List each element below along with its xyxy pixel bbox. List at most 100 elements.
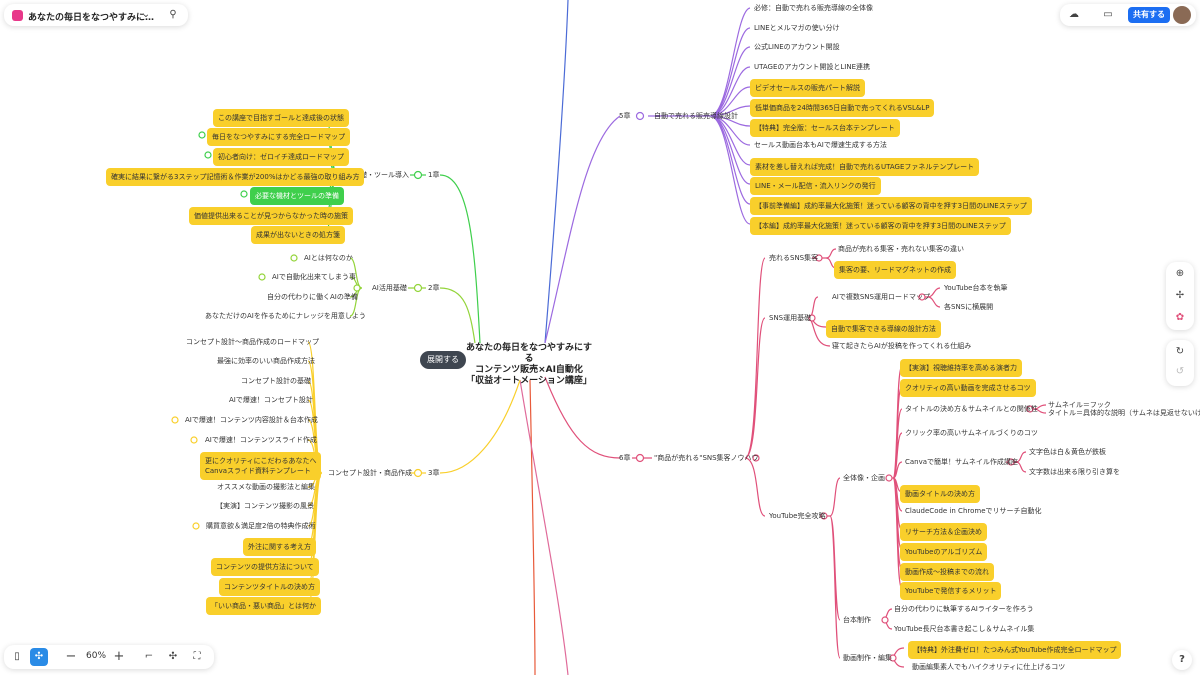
ch3-item[interactable]: 外注に関する考え方 bbox=[243, 538, 316, 556]
node-ch1[interactable]: 1章 bbox=[428, 171, 440, 179]
ch5-item[interactable]: セールス動画台本もAIで爆速生成する方法 bbox=[754, 141, 887, 149]
avatar[interactable] bbox=[1173, 6, 1191, 24]
root-node[interactable]: あなたの毎日をなつやすみにする コンテンツ販売×AI自動化 「収益オートメーショ… bbox=[462, 343, 596, 387]
overall-item[interactable]: クリック率の高いサムネイルづくりのコツ bbox=[905, 429, 1038, 437]
canva-subitem[interactable]: 文字数は出来る限り引き算を bbox=[1029, 468, 1120, 476]
node-ch2[interactable]: 2章 bbox=[428, 284, 440, 292]
node-script[interactable]: 台本制作 bbox=[843, 616, 871, 624]
overall-item[interactable]: 動画タイトルの決め方 bbox=[900, 485, 980, 503]
ch3-item[interactable]: AIで爆速！コンテンツ内容設計＆台本作成 bbox=[185, 416, 318, 424]
ch1-item[interactable]: 初心者向け：ゼロイチ達成ロードマップ bbox=[213, 148, 349, 166]
ch5-item[interactable]: LINE・メール配信・流入リンクの発行 bbox=[750, 177, 881, 195]
node-ch3[interactable]: 3章 bbox=[428, 469, 440, 477]
ch1-item[interactable]: 成果が出ないときの処方箋 bbox=[251, 226, 345, 244]
node-ch5-sub[interactable]: 自動で売れる販売導線設計 bbox=[654, 112, 738, 120]
search-icon[interactable]: ⚲ bbox=[169, 9, 177, 20]
node-sns-basic[interactable]: SNS運用基礎 bbox=[769, 314, 812, 322]
ch3-item[interactable]: コンセプト設計の基礎 bbox=[241, 377, 311, 385]
overall-item[interactable]: YouTubeのアルゴリズム bbox=[900, 543, 988, 561]
node-sns-sell[interactable]: 売れるSNS集客 bbox=[769, 254, 819, 262]
node-ch6[interactable]: 6章 bbox=[619, 454, 631, 462]
edit-item[interactable]: 【特典】外注費ゼロ！たつみん式YouTube作成完全ロードマップ bbox=[908, 641, 1122, 659]
ch5-item[interactable]: 【特典】完全版：セールス台本テンプレート bbox=[750, 119, 900, 137]
help-button[interactable]: ? bbox=[1172, 650, 1192, 670]
node-ch2-sub[interactable]: AI活用基礎 bbox=[372, 284, 407, 292]
sns-sell-item[interactable]: 商品が売れる集客・売れない集客の違い bbox=[838, 245, 964, 253]
present-icon[interactable]: ▭ bbox=[1103, 9, 1113, 20]
mindmap-view-icon[interactable]: ✣ bbox=[30, 648, 48, 666]
redo-icon[interactable]: ↻ bbox=[1175, 346, 1185, 357]
script-item[interactable]: YouTube長尺台本書き起こし＆サムネイル集 bbox=[894, 625, 1035, 633]
ch5-item[interactable]: LINEとメルマガの使い分け bbox=[754, 24, 840, 32]
ch5-item[interactable]: 【本編】成約率最大化施策！迷っている顧客の背中を押す3日間のLINEステップ bbox=[750, 217, 1011, 235]
ch3-item[interactable]: AIで爆速！コンセプト設計 bbox=[229, 396, 313, 404]
ai-roadmap-item[interactable]: 各SNSに横展開 bbox=[944, 303, 994, 311]
overall-item[interactable]: ClaudeCode in Chromeでリサーチ自動化 bbox=[905, 507, 1042, 515]
ch1-item[interactable]: 毎日をなつやすみにする完全ロードマップ bbox=[207, 128, 351, 146]
canva-subitem[interactable]: 文字色は白＆黄色が鉄板 bbox=[1029, 448, 1106, 456]
cloud-download-icon[interactable]: ☁ bbox=[1069, 9, 1079, 20]
ch3-item[interactable]: 【実演】コンテンツ撮影の風景 bbox=[216, 502, 314, 510]
title-subitem[interactable]: サムネイル＝フック bbox=[1048, 401, 1111, 409]
sns-basic-item[interactable]: 自動で集客できる導線の設計方法 bbox=[826, 320, 941, 338]
structure-icon[interactable]: ⌐ bbox=[144, 651, 154, 662]
edit-item[interactable]: 動画編集素人でもハイクオリティに仕上げるコツ bbox=[912, 663, 1066, 671]
overall-item[interactable]: 動画作成〜投稿までの流れ bbox=[900, 563, 994, 581]
ch5-item[interactable]: 【事前準備編】成約率最大化施策！迷っている顧客の背中を押す3日間のLINEステッ… bbox=[750, 197, 1032, 215]
ch3-item[interactable]: AIで爆速！コンテンツスライド作成 bbox=[205, 436, 317, 444]
add-node-icon[interactable]: ⊕ bbox=[1175, 268, 1185, 279]
document-view-icon[interactable]: ▯ bbox=[14, 651, 20, 662]
node-overall[interactable]: 全体像・企画 bbox=[843, 474, 885, 482]
node-ch6-sub[interactable]: "商品が売れる"SNS集客ノウハウ bbox=[654, 454, 759, 462]
script-item[interactable]: 自分の代わりに執筆するAIライターを作ろう bbox=[894, 605, 1034, 613]
node-ch1-sub[interactable]: 基礎・ツール導入 bbox=[353, 171, 409, 179]
ch2-item[interactable]: 自分の代わりに働くAIの準備 bbox=[267, 293, 358, 301]
ch5-item[interactable]: 公式LINEのアカウント開設 bbox=[754, 43, 840, 51]
ch3-item[interactable]: コンセプト設計〜商品作成のロードマップ bbox=[186, 338, 319, 346]
fullscreen-icon[interactable]: ⛶ bbox=[193, 651, 201, 662]
ch3-item[interactable]: コンテンツタイトルの決め方 bbox=[219, 578, 320, 596]
zoom-in-icon[interactable]: + bbox=[113, 649, 125, 664]
overall-item[interactable]: クオリティの高い動画を完成させるコツ bbox=[900, 379, 1036, 397]
ch5-item[interactable]: UTAGEのアカウント開設とLINE連携 bbox=[754, 63, 870, 71]
overall-item[interactable]: リサーチ方法＆企画決め bbox=[900, 523, 987, 541]
ch2-item[interactable]: AIで自動化出来てしまう事 bbox=[272, 273, 356, 281]
ch3-item-multiline[interactable]: 更にクオリティにこだわるあなたへ Canvaスライド資料テンプレート bbox=[200, 452, 322, 480]
expand-button[interactable]: 展開する bbox=[420, 351, 466, 369]
ch5-item[interactable]: 素材を差し替えれば完成！自動で売れるUTAGEファネルテンプレート bbox=[750, 158, 980, 176]
ch3-item[interactable]: コンテンツの提供方法について bbox=[211, 558, 319, 576]
overall-item[interactable]: 【実演】視聴維持率を高める演者力 bbox=[900, 359, 1022, 377]
ch3-item[interactable]: 購買意欲＆満足度2倍の特典作成術 bbox=[206, 522, 316, 530]
layout-icon[interactable]: ✢ bbox=[1175, 290, 1185, 301]
ch3-item[interactable]: オススメな動画の撮影法と編集 bbox=[217, 483, 315, 491]
ch1-item[interactable]: この講座で目指すゴールと達成後の状態 bbox=[213, 109, 349, 127]
node-edit[interactable]: 動画制作・編集 bbox=[843, 654, 892, 662]
node-youtube[interactable]: YouTube完全攻略 bbox=[769, 512, 826, 520]
share-button[interactable]: 共有する bbox=[1128, 7, 1170, 23]
ch1-item-selected[interactable]: 必要な機材とツールの準備 bbox=[250, 187, 344, 205]
ch3-item[interactable]: 「いい商品・悪い商品」とは何か bbox=[206, 597, 321, 615]
sns-basic-item[interactable]: 寝て起きたらAIが投稿を作ってくれる仕組み bbox=[832, 342, 972, 350]
ch1-item[interactable]: 価値提供出来ることが見つからなかった時の施策 bbox=[189, 207, 353, 225]
node-ch3-sub[interactable]: コンセプト設計・商品作成 bbox=[328, 469, 412, 477]
ch5-item[interactable]: ビデオセールスの販売パート解説 bbox=[750, 79, 865, 97]
ch3-item[interactable]: 最強に効率のいい商品作成方法 bbox=[217, 357, 315, 365]
locate-icon[interactable]: ✣ bbox=[168, 651, 178, 662]
doc-title[interactable]: あなたの毎日をなつやすみに… bbox=[28, 13, 155, 23]
node-ch5[interactable]: 5章 bbox=[619, 112, 631, 120]
overall-item[interactable]: タイトルの決め方＆サムネイルとの関係性 bbox=[905, 405, 1038, 413]
ch5-item[interactable]: 必修：自動で売れる販売導線の全体像 bbox=[754, 4, 873, 12]
chevron-down-icon[interactable]: ⌄ bbox=[141, 9, 151, 20]
zoom-out-icon[interactable]: − bbox=[65, 649, 77, 664]
overall-item[interactable]: YouTubeで発信するメリット bbox=[900, 582, 1002, 600]
sns-sell-item[interactable]: 集客の要、リードマグネットの作成 bbox=[834, 261, 956, 279]
ch2-item[interactable]: あなただけのAIを作るためにナレッジを用意しよう bbox=[205, 312, 366, 320]
ai-roadmap-item[interactable]: YouTube台本を執筆 bbox=[944, 284, 1008, 292]
node-ai-roadmap[interactable]: AIで複数SNS運用ロードマップ bbox=[832, 293, 930, 301]
ch5-item[interactable]: 低単価商品を24時間365日自動で売ってくれるVSL&LP bbox=[750, 99, 935, 117]
title-subitem[interactable]: タイトル＝具体的な説明（サムネは見返せないけどタイ bbox=[1048, 409, 1200, 417]
ch1-item[interactable]: 確実に結果に繋がる3ステップ記憶術＆作業が200%はかどる最強の取り組み方 bbox=[106, 168, 365, 186]
theme-icon[interactable]: ✿ bbox=[1175, 312, 1185, 323]
undo-icon[interactable]: ↺ bbox=[1175, 366, 1185, 377]
